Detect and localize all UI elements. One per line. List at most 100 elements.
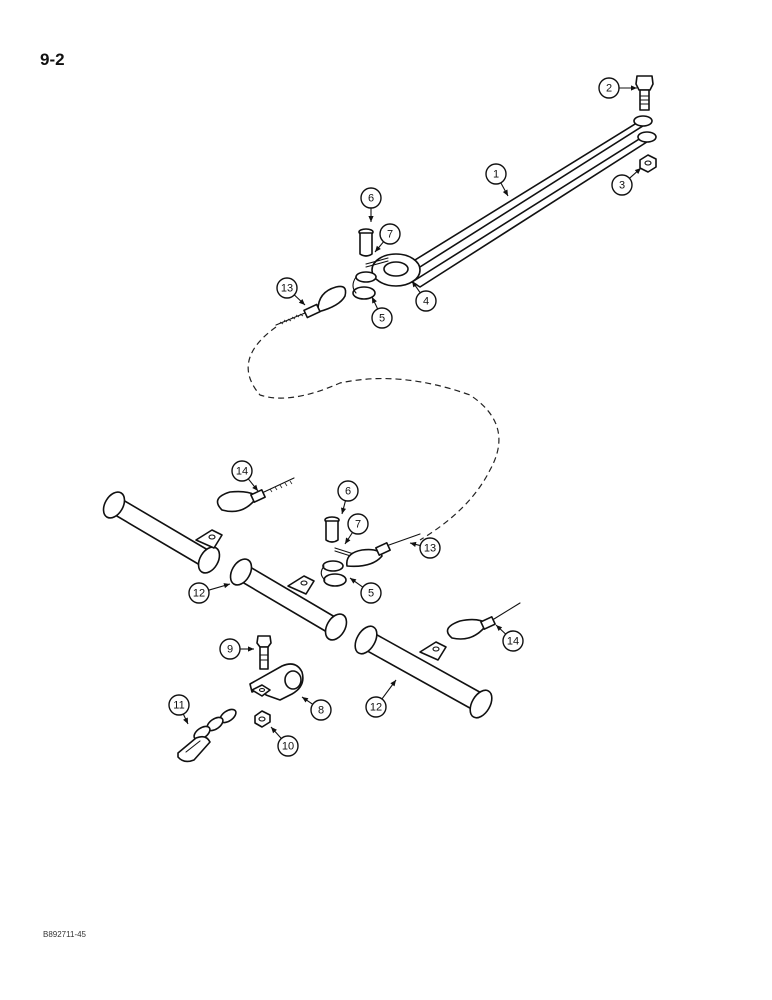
callout-arrowhead	[496, 625, 503, 632]
callout-arrowhead	[412, 281, 418, 288]
callout-arrowhead	[345, 537, 351, 544]
callout-circle	[231, 460, 253, 482]
callout-circle	[365, 696, 387, 718]
callout-arrowhead	[252, 484, 258, 491]
callout-circle	[611, 174, 633, 196]
nut-top	[639, 154, 657, 173]
callout-number: 14	[236, 466, 248, 478]
pipe-clamp	[249, 663, 304, 701]
callout-arrowhead	[372, 297, 377, 304]
callout-arrowhead	[634, 168, 641, 174]
callout-circle	[415, 290, 437, 312]
document-code: B892711-45	[43, 930, 86, 939]
callout-9: 9	[219, 638, 254, 660]
cable-path	[247, 326, 500, 541]
callout-number: 1	[493, 169, 499, 181]
callout-arrowhead	[223, 583, 230, 589]
page-number-label: 9-2	[40, 50, 65, 69]
callout-number: 4	[423, 296, 429, 308]
callout-circle	[598, 77, 620, 99]
callout-number: 13	[281, 283, 293, 295]
callout-3: 3	[611, 167, 642, 196]
chain-link	[177, 708, 237, 763]
callout-8: 8	[301, 696, 332, 721]
callout-number: 7	[387, 229, 393, 241]
callout-number: 12	[193, 588, 205, 600]
clevis-pin-upper	[358, 228, 374, 257]
nut-clamp	[254, 710, 271, 728]
callout-number: 12	[370, 702, 382, 714]
callout-number: 10	[282, 741, 294, 753]
callout-14: 14	[231, 460, 259, 492]
callout-number: 7	[355, 519, 361, 531]
tube-middle	[229, 558, 348, 641]
callout-number: 13	[424, 543, 436, 555]
callout-circle	[360, 582, 382, 604]
callout-7: 7	[374, 223, 401, 253]
callout-arrowhead	[631, 85, 637, 91]
callout-number: 9	[227, 644, 233, 656]
callout-circle	[310, 699, 332, 721]
callout-6: 6	[337, 480, 359, 515]
callout-circle	[419, 537, 441, 559]
bolt-clamp	[256, 635, 272, 670]
callout-circle	[502, 630, 524, 652]
callout-arrowhead	[183, 717, 188, 724]
callout-arrowhead	[350, 578, 357, 584]
callout-number: 6	[368, 193, 374, 205]
callout-circle	[337, 480, 359, 502]
callout-5: 5	[349, 577, 382, 604]
cotter-pin-upper	[365, 257, 389, 268]
callout-arrowhead	[248, 646, 254, 652]
callout-4: 4	[411, 280, 437, 312]
spring-clip-lower	[320, 560, 347, 587]
callout-circle	[371, 307, 393, 329]
callout-12: 12	[188, 582, 231, 604]
callout-number: 14	[507, 636, 519, 648]
callout-6: 6	[360, 187, 382, 222]
callout-circle	[168, 694, 190, 716]
callout-arrowhead	[298, 298, 305, 305]
cable-eye-right	[446, 602, 521, 640]
callout-circle	[188, 582, 210, 604]
callout-circle	[219, 638, 241, 660]
callout-circle	[277, 735, 299, 757]
callout-number: 5	[379, 313, 385, 325]
callout-5: 5	[371, 296, 393, 329]
callout-circle	[379, 223, 401, 245]
callout-arrowhead	[502, 189, 508, 196]
cable-eye-left	[216, 477, 295, 513]
callout-arrowhead	[410, 541, 417, 547]
callout-circle	[485, 163, 507, 185]
callout-12: 12	[365, 679, 397, 718]
callout-number: 8	[318, 705, 324, 717]
callout-number: 5	[368, 588, 374, 600]
callout-arrowhead	[375, 245, 381, 252]
callout-arrowhead	[302, 697, 309, 703]
callout-number: 11	[173, 700, 184, 712]
callout-number: 3	[619, 180, 625, 192]
callout-arrowhead	[390, 680, 396, 687]
callout-circle	[347, 513, 369, 535]
callout-10: 10	[270, 726, 299, 757]
callout-11: 11	[168, 694, 190, 725]
callout-7: 7	[344, 513, 369, 545]
callout-14: 14	[495, 624, 524, 652]
callout-arrowhead	[340, 507, 347, 514]
cable-eye-upper	[275, 285, 347, 326]
callout-number: 2	[606, 83, 612, 95]
callout-arrowhead	[271, 727, 277, 734]
bolt-top	[635, 75, 654, 111]
tie-rod-bracket	[371, 115, 657, 288]
callout-2: 2	[598, 77, 637, 99]
callout-13: 13	[276, 277, 306, 306]
callout-13: 13	[409, 537, 441, 559]
tube-upper-left	[102, 491, 223, 574]
clevis-pin-lower	[324, 516, 340, 543]
tube-lower-right	[354, 625, 493, 719]
callout-number: 6	[345, 486, 351, 498]
callout-circle	[360, 187, 382, 209]
cable-eye-lower	[345, 533, 421, 568]
